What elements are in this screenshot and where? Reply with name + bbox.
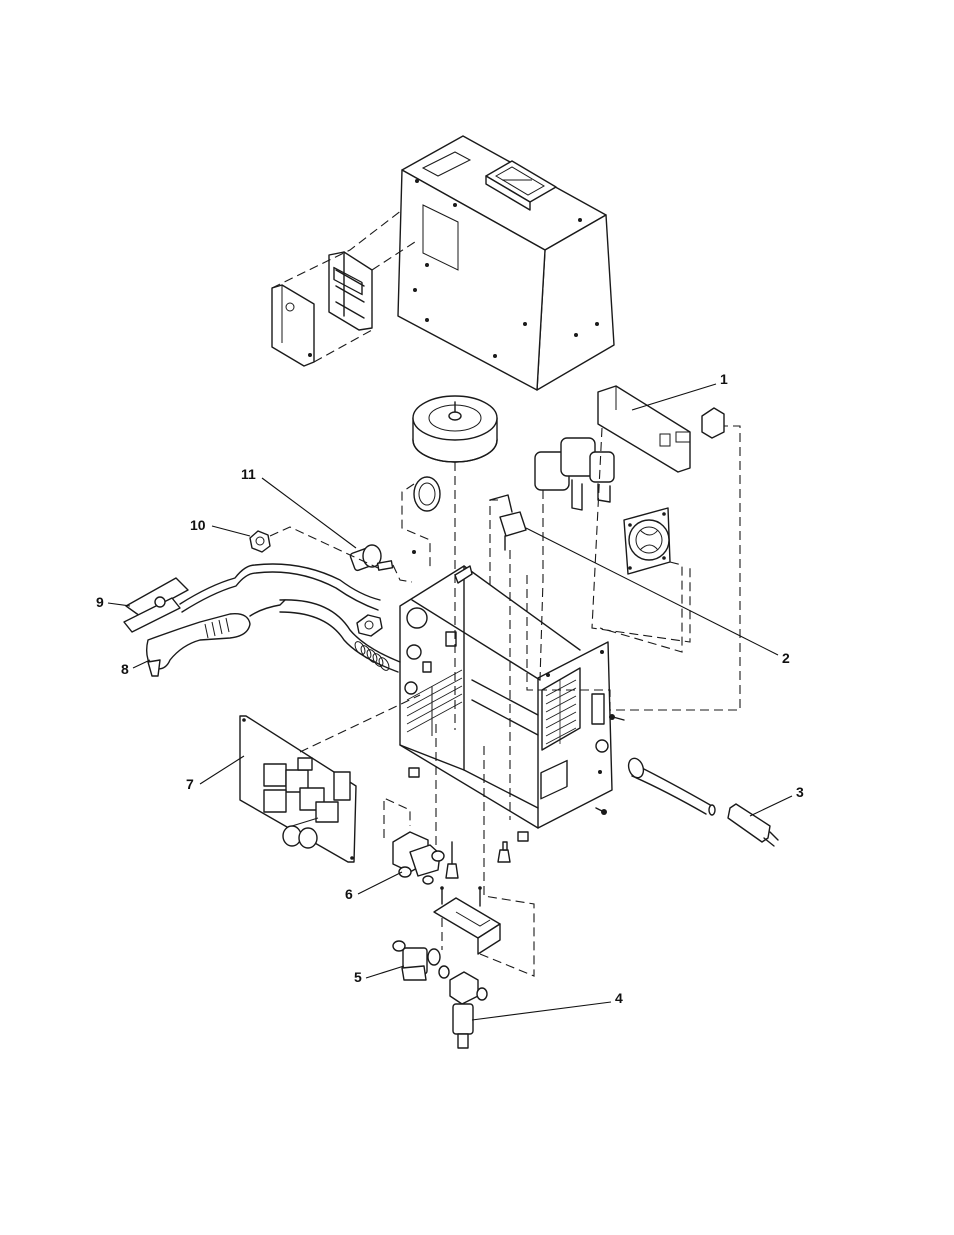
callout-4: 4 — [472, 990, 623, 1020]
pc-board-main — [240, 716, 356, 862]
callout-5: 5 — [354, 966, 404, 985]
air-filter-regulator — [439, 966, 487, 1048]
hex-nut — [250, 531, 270, 552]
relay-block — [490, 495, 526, 550]
callout-6: 6 — [345, 872, 402, 902]
callout-8: 8 — [121, 660, 150, 677]
grommet-ring — [414, 477, 440, 511]
callout-label: 9 — [96, 594, 104, 610]
callout-label: 7 — [186, 776, 194, 792]
callout-label: 3 — [796, 784, 804, 800]
plasma-torch — [147, 600, 400, 676]
power-plug — [728, 804, 778, 846]
top-cover — [398, 136, 614, 390]
callout-label: 8 — [121, 661, 129, 677]
power-cord — [626, 756, 715, 815]
base-chassis — [400, 566, 612, 841]
clip-bracket — [702, 408, 724, 438]
callout-label: 5 — [354, 969, 362, 985]
callout-label: 4 — [615, 990, 623, 1006]
transformer — [413, 396, 497, 462]
potentiometer-knob — [350, 545, 393, 571]
side-plate — [272, 285, 314, 366]
callout-label: 6 — [345, 886, 353, 902]
callout-label: 1 — [720, 371, 728, 387]
inductor-assembly — [535, 438, 614, 510]
callout-9: 9 — [96, 594, 130, 610]
cooling-fan — [624, 508, 670, 574]
callout-7: 7 — [186, 756, 244, 792]
callout-label: 11 — [241, 466, 256, 482]
cable-bushing — [357, 615, 382, 636]
vent-louvre — [329, 252, 372, 330]
solenoid-valve-lower — [393, 941, 440, 980]
callout-3: 3 — [750, 784, 804, 816]
valve-mount-bracket — [434, 886, 500, 954]
callout-label: 2 — [782, 650, 790, 666]
callout-label: 10 — [190, 517, 206, 533]
callout-10: 10 — [190, 517, 250, 536]
work-clamp — [124, 564, 380, 632]
